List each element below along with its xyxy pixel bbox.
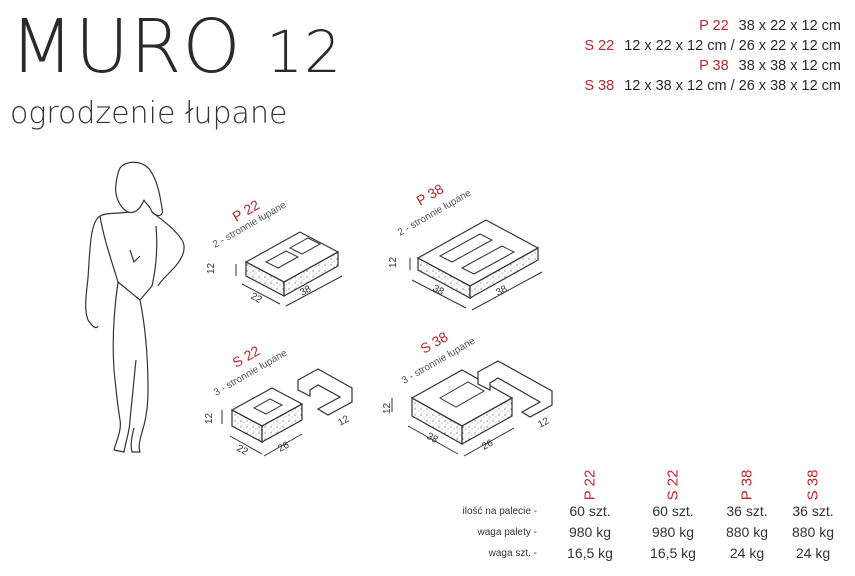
- dim-height: 12: [388, 256, 399, 268]
- block-s22: S 22 3 - stronnie łupane 12 22 26 12: [204, 342, 353, 458]
- dim-height: 12: [382, 402, 393, 414]
- block-p22: P 22 2 - stronnie łupane 12 22 38: [206, 196, 343, 307]
- column-header: S 38: [804, 469, 822, 501]
- dim-width: 38: [298, 284, 313, 299]
- column-header: S 22: [664, 469, 682, 501]
- table-cell: 880 kg: [791, 524, 835, 540]
- dim-depth: 22: [235, 443, 250, 458]
- table-cell: 16,5 kg: [567, 545, 613, 561]
- table-cell: 24 kg: [795, 545, 831, 561]
- table-column: P 22 60 szt. 980 kg 16,5 kg: [555, 455, 625, 564]
- row-label: waga szt. -: [488, 548, 537, 559]
- title-number: 12: [266, 18, 343, 86]
- dim-height: 12: [206, 262, 217, 274]
- dim-depth: 22: [249, 291, 264, 306]
- table-cell: 60 szt.: [652, 503, 694, 519]
- table-cell: 980 kg: [568, 524, 612, 540]
- dim-depth: 38: [431, 283, 446, 298]
- block-p38: P 38 2 - stronnie łupane 12 38 38: [388, 180, 543, 311]
- dim-width: 38: [494, 284, 509, 299]
- table-cell: 24 kg: [729, 545, 765, 561]
- table-cell: 36 szt.: [792, 503, 834, 519]
- table-cell: 980 kg: [651, 524, 695, 540]
- block-s38: S 38 3 - stronnie łupane 12 38 26 12: [382, 328, 553, 457]
- dim-depth: 38: [425, 431, 440, 446]
- product-subtitle: ogrodzenie łupane: [10, 96, 288, 131]
- table-row-labels: ilość na palecie - waga palety - waga sz…: [463, 501, 537, 564]
- dim-width: 26: [276, 440, 291, 455]
- product-title: MURO 12: [10, 10, 342, 84]
- table-column: S 22 60 szt. 980 kg 16,5 kg: [638, 455, 708, 564]
- dim-height: 12: [204, 412, 215, 424]
- column-header: P 38: [738, 469, 756, 501]
- column-header: P 22: [581, 469, 599, 501]
- table-cell: 60 szt.: [569, 503, 611, 519]
- woman-silhouette-icon: [85, 161, 185, 453]
- title-main: MURO: [10, 4, 242, 90]
- dim-height-2: 12: [536, 416, 551, 431]
- table-cell: 880 kg: [725, 524, 769, 540]
- dim-width: 26: [480, 438, 495, 453]
- table-cell: 36 szt.: [726, 503, 768, 519]
- table-column: S 38 36 szt. 880 kg 24 kg: [778, 455, 848, 564]
- dim-height-2: 12: [336, 414, 351, 429]
- row-label: waga palety -: [477, 527, 537, 538]
- row-label: ilość na palecie -: [462, 506, 537, 517]
- table-column: P 38 36 szt. 880 kg 24 kg: [712, 455, 782, 564]
- table-cell: 16,5 kg: [650, 545, 696, 561]
